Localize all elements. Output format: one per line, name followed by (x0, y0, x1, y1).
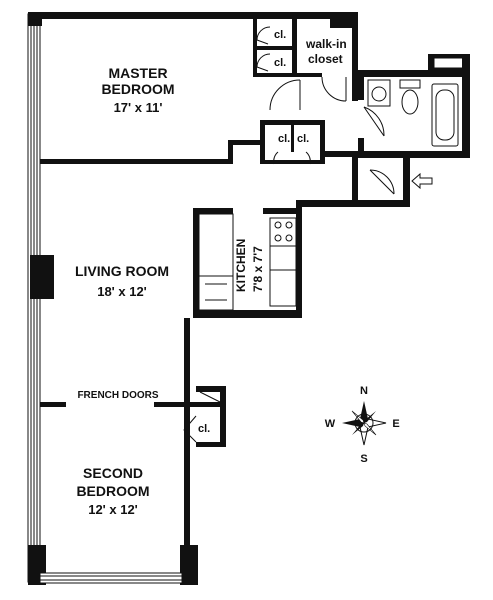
entry-arrow-icon (411, 172, 433, 190)
closet-bottom (253, 73, 295, 77)
bath-top-wall (358, 70, 468, 77)
toilet (399, 79, 421, 89)
kitchen-name: KITCHEN (234, 239, 248, 292)
compass-n: N (360, 385, 368, 397)
compass-e: E (392, 418, 399, 430)
corridor-top-wall (325, 151, 365, 157)
bath-left-wall-lower (358, 138, 364, 158)
walkin-bottom-wall (292, 73, 322, 77)
french-doors-label: FRENCH DOORS (77, 390, 158, 401)
living-pillar (30, 255, 54, 299)
living-right-wall (184, 318, 190, 404)
kitchen-bottom-wall (193, 310, 302, 318)
closet2-top (196, 386, 226, 392)
master-size: 17' x 11' (114, 100, 163, 115)
corridor-right-wall (403, 151, 410, 207)
closet-label-4: cl. (297, 133, 309, 145)
second-name: SECOND (83, 465, 143, 481)
bath-right-wall (462, 54, 470, 158)
closet-label-1: cl. (274, 29, 286, 41)
french-doors-left (40, 402, 66, 407)
closet-door-arc-1 (256, 26, 271, 41)
entry-door-arc (369, 169, 395, 195)
master-bottom-step (228, 140, 233, 164)
closet-right-wall (292, 19, 297, 77)
kitchen-size: 7'8 x 7'7 (251, 246, 265, 292)
second-right-wall (184, 404, 190, 584)
kitchen-top-stub-right (263, 208, 302, 214)
bottom-window (39, 572, 183, 584)
corridor-lower-wall (296, 200, 410, 207)
living-name: LIVING ROOM (75, 263, 169, 279)
second-bottom-right (180, 545, 198, 585)
walkin-right-wall (352, 19, 358, 101)
kitchen-right-wall (296, 200, 302, 318)
second-size: 12' x 12' (88, 502, 138, 517)
second-name-2: BEDROOM (76, 483, 149, 499)
compass-rose-icon (342, 401, 387, 446)
small-closet-mid (291, 122, 294, 152)
closet-label-3: cl. (278, 133, 290, 145)
compass-w: W (325, 418, 336, 430)
closet2-bottom (196, 442, 226, 447)
closet-label-5: cl. (198, 423, 210, 435)
counter-left (198, 213, 234, 277)
bath-left-wall (358, 70, 364, 100)
dishwasher (198, 275, 234, 311)
master-door-arc (269, 79, 301, 111)
closet2-right-wall (220, 386, 226, 446)
closet-divider (253, 46, 295, 50)
master-bottom-step-top (228, 140, 260, 145)
corridor-left-step (352, 157, 358, 201)
sink (367, 79, 391, 107)
compass-s: S (360, 453, 367, 465)
master-top-right-block (330, 12, 358, 28)
bathtub (431, 83, 459, 147)
walkin-door-arc (321, 76, 347, 102)
bath-bottom-wall (358, 151, 470, 158)
master-bottom-wall (40, 159, 232, 164)
bath-door-arc (363, 106, 385, 137)
walkin-label: walk-in (305, 37, 347, 51)
stove (269, 217, 297, 247)
small-closet-left (260, 120, 265, 164)
living-size: 18' x 12' (97, 284, 147, 299)
kitchen-left-wall (193, 208, 199, 318)
master-name-2: BEDROOM (101, 81, 174, 97)
master-name: MASTER (108, 65, 167, 81)
walkin-label-2: closet (308, 52, 343, 66)
fridge (269, 269, 297, 307)
master-top-wall (28, 12, 358, 19)
kitchen-top-stub (193, 208, 233, 214)
closet-door-arc-2 (256, 53, 271, 68)
closet-label-2: cl. (274, 57, 286, 69)
small-closet-right (320, 120, 325, 164)
